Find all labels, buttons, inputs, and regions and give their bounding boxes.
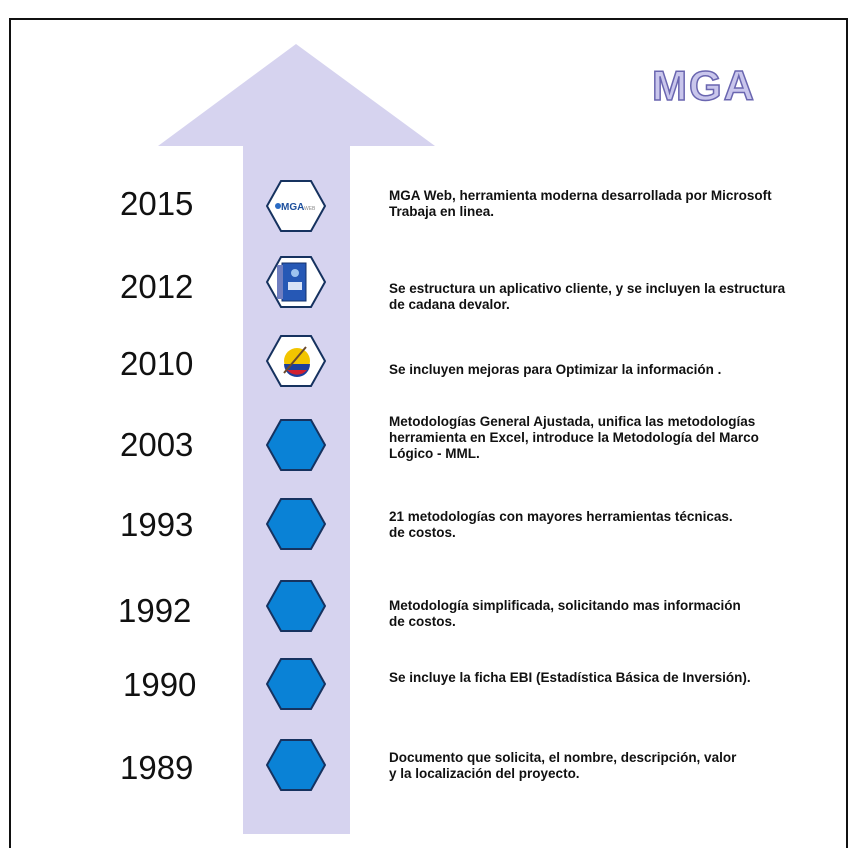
svg-text:WEB: WEB (304, 206, 316, 212)
hexagon-icon (266, 498, 326, 550)
year-label: 2015 (120, 185, 194, 222)
year-label: 1993 (120, 506, 194, 543)
milestone-description: Metodologías General Ajustada, unifica l… (389, 414, 759, 461)
milestone-description: Documento que solicita, el nombre, descr… (389, 750, 737, 781)
hexagon-icon (266, 739, 326, 791)
mga-software-box-icon (266, 256, 326, 308)
hexagon-icon (266, 419, 326, 471)
hexagon-icon (266, 580, 326, 632)
milestone-description: MGA Web, herramienta moderna desarrollad… (389, 188, 772, 219)
milestone-description: Se incluyen mejoras para Optimizar la in… (389, 362, 722, 377)
diagram-frame (9, 18, 848, 848)
year-label: 1992 (118, 592, 192, 629)
mga-web-logo-icon: MGA WEB (266, 180, 326, 232)
year-label: 1990 (123, 666, 197, 703)
year-label: 2003 (120, 426, 194, 463)
milestone-description: Metodología simplificada, solicitando ma… (389, 598, 741, 629)
year-label: 2012 (120, 268, 194, 305)
diagram-title: MGA (651, 61, 756, 110)
milestone-description: Se incluye la ficha EBI (Estadística Bás… (389, 670, 751, 685)
hexagon-icon (266, 658, 326, 710)
year-label: 1989 (120, 749, 194, 786)
milestone-description: Se estructura un aplicativo cliente, y s… (389, 281, 786, 312)
year-label: 2010 (120, 345, 194, 382)
milestone-description: 21 metodologías con mayores herramientas… (389, 509, 733, 540)
mga-logo-text: MGA (281, 202, 304, 213)
colombia-flag-pen-icon (266, 335, 326, 387)
